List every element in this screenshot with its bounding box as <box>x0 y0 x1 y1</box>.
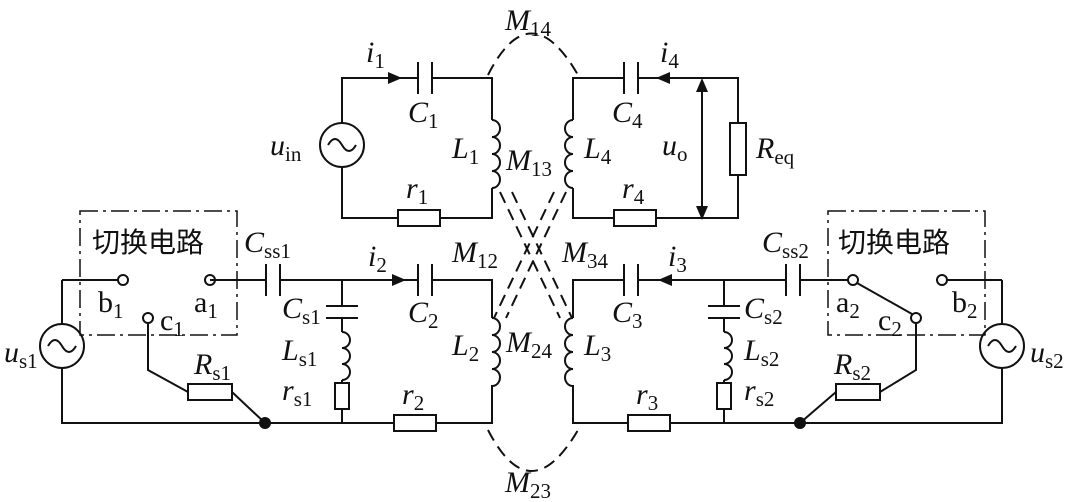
label-c1: C1 <box>408 96 439 133</box>
voltage-arrow-up-icon <box>696 78 708 92</box>
label-rs1: rs1 <box>282 374 312 411</box>
label-l4: L4 <box>583 132 612 169</box>
label-b2: b2 <box>952 286 978 323</box>
switch-circuit-right-title: 切换电路 <box>838 226 950 259</box>
label-cs1: Cs1 <box>282 292 321 329</box>
label-cs2: Cs2 <box>744 292 783 329</box>
resistor-r1 <box>397 209 441 227</box>
loop-4 <box>564 62 747 227</box>
current-arrow-i1-icon <box>388 72 402 84</box>
label-c2-terminal: c2 <box>878 304 902 341</box>
inductor-l1 <box>491 119 501 189</box>
loop-1 <box>319 62 501 227</box>
label-r4: r4 <box>622 172 645 209</box>
resistor-req <box>729 122 747 176</box>
label-us1: us1 <box>4 336 38 373</box>
voltage-arrow-down-icon <box>696 206 708 220</box>
label-i2: i2 <box>368 240 387 277</box>
label-m12: M12 <box>451 236 498 273</box>
label-c1-terminal: c1 <box>160 304 184 341</box>
switch-circuit-left-title: 切换电路 <box>92 226 204 259</box>
label-m34: M34 <box>561 236 609 273</box>
label-i3: i3 <box>668 240 687 277</box>
current-arrow-i3-icon <box>658 274 672 286</box>
label-l1: L1 <box>451 132 479 169</box>
label-b1: b1 <box>98 286 124 323</box>
label-r2: r2 <box>402 378 424 415</box>
label-a1: a1 <box>194 286 218 323</box>
label-l2: L2 <box>451 329 479 366</box>
source-uin-icon <box>319 122 365 168</box>
label-us2: us2 <box>1030 336 1064 373</box>
loop-3 <box>564 210 1025 432</box>
label-rs2-upper: Rs2 <box>833 348 871 385</box>
current-arrow-i4-icon <box>656 72 670 84</box>
label-i4: i4 <box>660 36 679 73</box>
label-uo: uo <box>662 129 688 166</box>
sine-wave-icon <box>327 138 357 152</box>
label-c2: C2 <box>408 296 439 333</box>
label-m23: M23 <box>504 466 551 502</box>
label-i1: i1 <box>366 36 385 73</box>
label-css1: Css1 <box>244 226 291 263</box>
current-arrow-i2-icon <box>392 274 406 286</box>
label-m24: M24 <box>505 326 553 363</box>
label-a2: a2 <box>836 286 860 323</box>
label-uin: uin <box>270 129 302 166</box>
mutual-couplings <box>487 32 579 472</box>
label-ls2: Ls2 <box>743 334 779 371</box>
label-req: Req <box>755 132 795 169</box>
label-m14: M14 <box>504 4 552 41</box>
loop-2 <box>39 210 501 432</box>
labels: 切换电路 切换电路 M14 M23 M13 M12 M34 M24 i1 i4 … <box>4 4 1064 502</box>
label-c3: C3 <box>612 296 643 333</box>
label-c4: C4 <box>612 96 643 133</box>
label-css2: Css2 <box>762 226 809 263</box>
label-ls1: Ls1 <box>281 334 317 371</box>
resistor-r4 <box>613 209 657 227</box>
label-r1: r1 <box>406 172 428 209</box>
label-rs2: rs2 <box>744 374 774 411</box>
label-l3: L3 <box>583 329 611 366</box>
label-rs1-upper: Rs1 <box>193 348 231 385</box>
inductor-l4 <box>564 119 574 189</box>
label-r3: r3 <box>636 378 658 415</box>
label-m13: M13 <box>505 144 552 181</box>
